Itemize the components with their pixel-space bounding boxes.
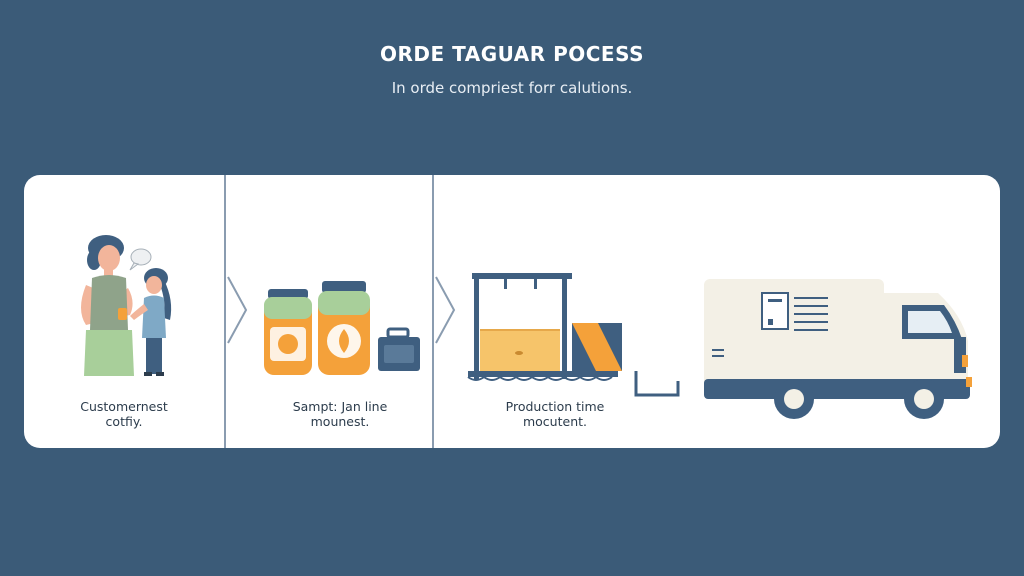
truck-icon — [704, 279, 972, 419]
pipe-icon — [634, 371, 680, 397]
chevron-right-icon — [227, 276, 248, 344]
jars-illustration — [264, 281, 420, 375]
page-title: ORDE TAGUAR POCESS — [380, 42, 644, 66]
case-icon — [378, 327, 420, 371]
speech-bubble-icon — [129, 248, 152, 271]
tank-icon — [467, 273, 618, 381]
step-divider-1 — [224, 175, 226, 448]
step-2-label: Sampt: Jan line mounest. — [292, 399, 388, 429]
production-illustration — [467, 273, 680, 397]
customer-illustration — [81, 235, 172, 376]
process-panel: Customernest cotfiy. Sampt: Jan line mou… — [24, 175, 1000, 448]
step-1-label: Customernest cotfiy. — [80, 399, 168, 429]
jar-icon — [264, 289, 312, 375]
person-icon — [81, 235, 134, 376]
chevron-right-icon — [435, 276, 456, 344]
page-subtitle: In orde compriest forr calutions. — [391, 79, 633, 97]
crate-icon — [572, 323, 622, 371]
step-3-label: Production time mocutent. — [505, 399, 605, 429]
child-icon — [130, 268, 172, 376]
jar-icon — [318, 281, 370, 375]
step-divider-2 — [432, 175, 434, 448]
